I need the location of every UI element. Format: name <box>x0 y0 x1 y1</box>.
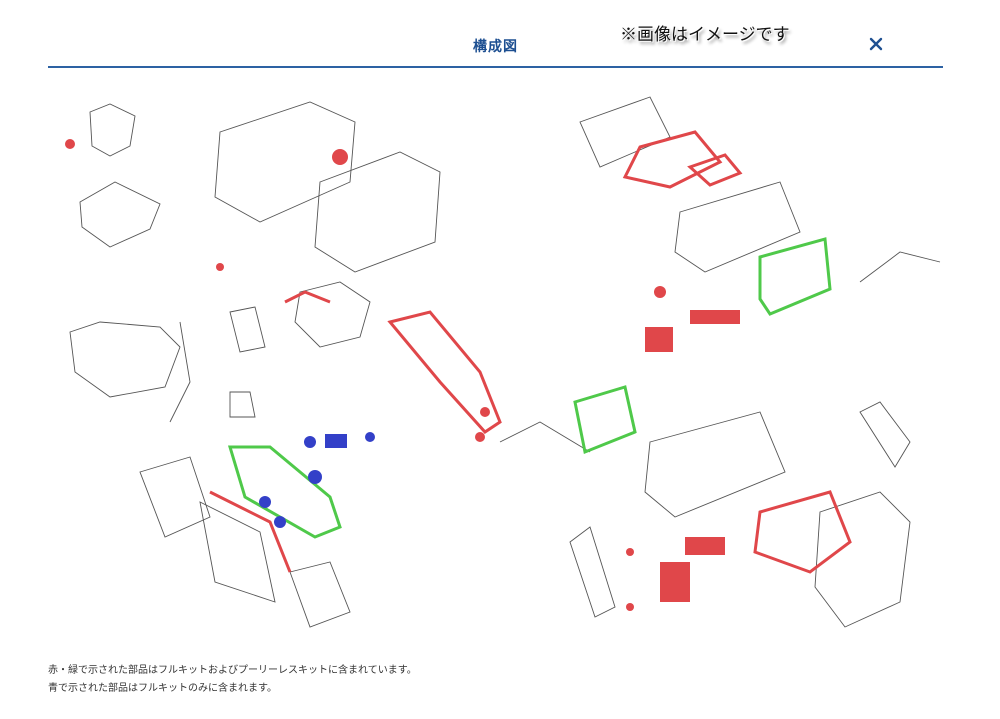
image-note: ※画像はイメージです <box>620 25 790 45</box>
footer-note-red-green: 赤・緑で示された部品はフルキットおよびプーリーレスキットに含まれています。 <box>48 665 417 676</box>
modal-title: 構成図 <box>473 39 518 55</box>
footer-note-blue: 青で示された部品はフルキットのみに含まれます。 <box>48 683 277 694</box>
close-button[interactable] <box>862 30 890 58</box>
diagram-footer: 赤・緑で示された部品はフルキットおよびプーリーレスキットに含まれています。 青で… <box>48 662 417 698</box>
modal-header: 構成図 <box>48 0 943 68</box>
engine-exploded-diagram <box>65 96 941 628</box>
close-icon <box>869 37 883 51</box>
